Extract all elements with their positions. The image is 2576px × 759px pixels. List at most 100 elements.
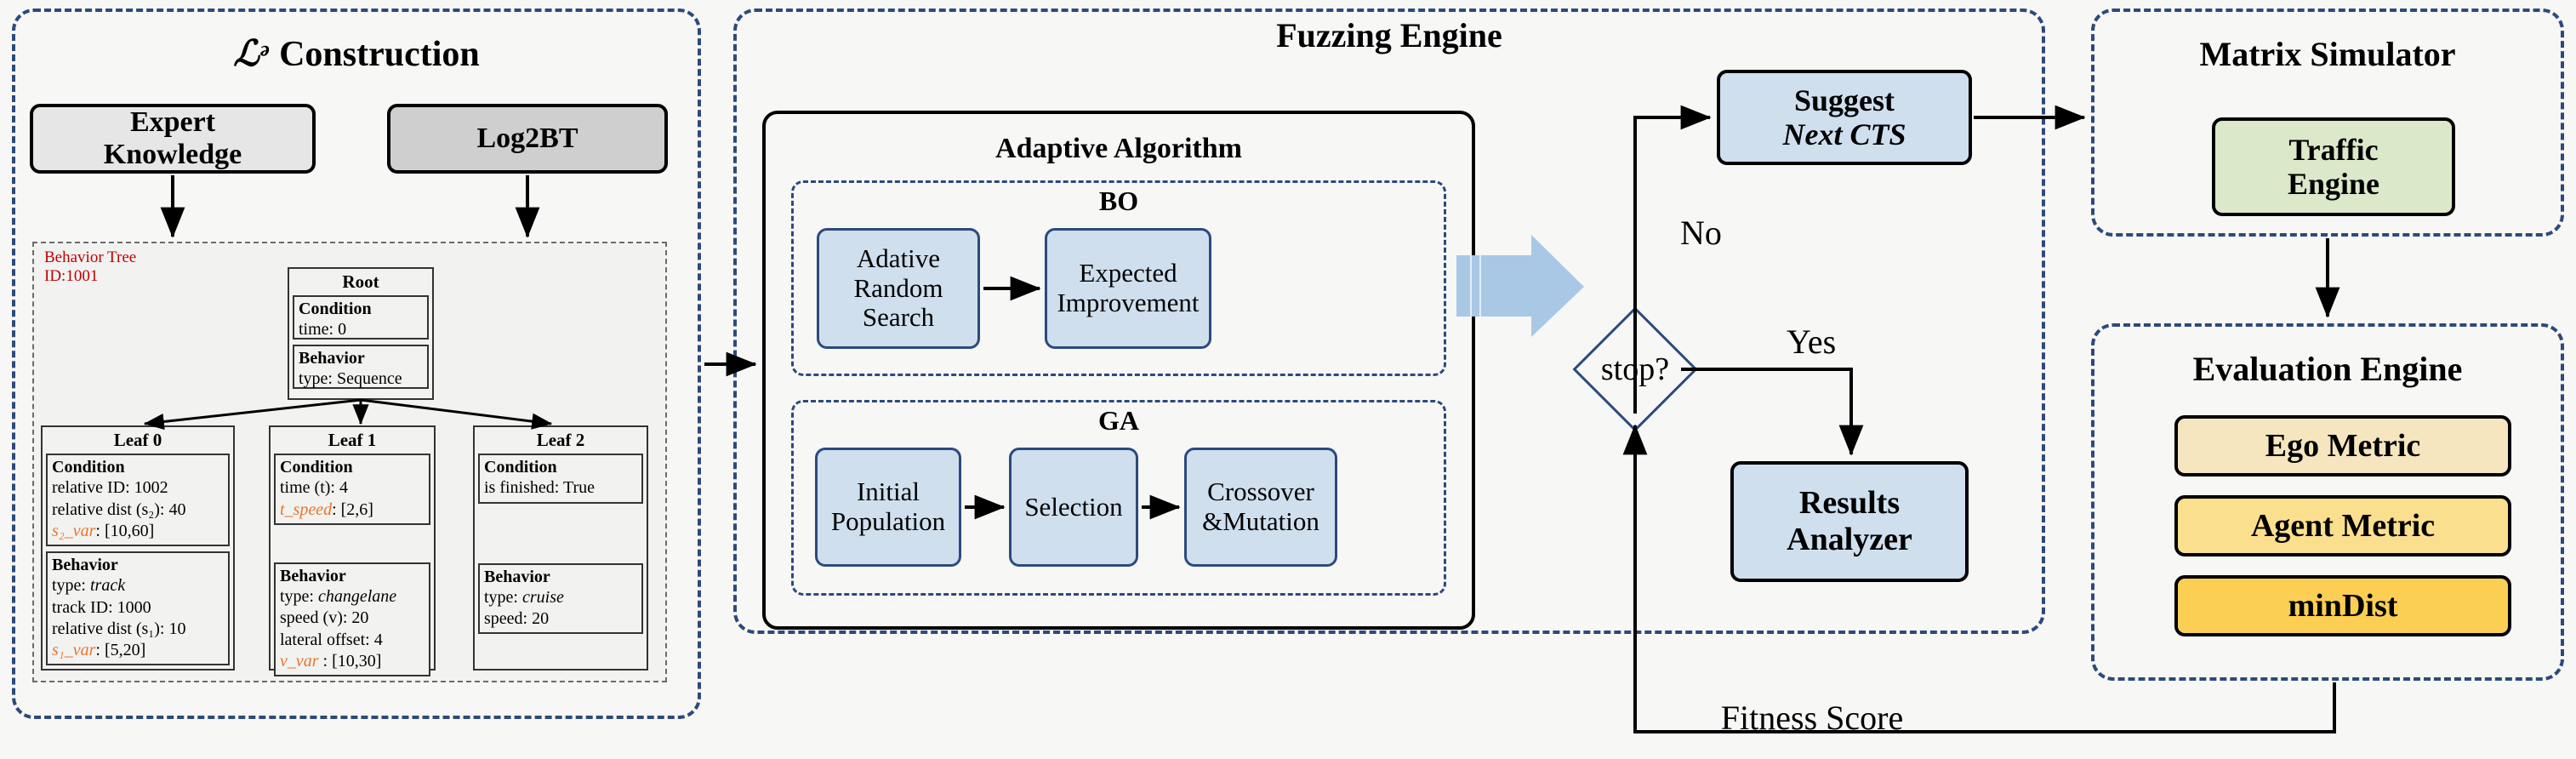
bo-group-title: BO bbox=[791, 185, 1446, 217]
fuzzing-engine-title-text: Fuzzing Engine bbox=[1276, 16, 1502, 54]
ga-node-2-label: Crossover &Mutation bbox=[1202, 477, 1319, 536]
bt-leaf1-behavior-header: Behavior bbox=[280, 566, 346, 585]
behavior-tree-caption: Behavior Tree ID:1001 bbox=[44, 248, 136, 287]
bt-leaf1-condition-var-value: : [2,6] bbox=[332, 499, 373, 519]
bt-leaf0-behavior-line-2: relative dist (s₁): 10 bbox=[52, 619, 186, 638]
ga-node-crossover-mutation[interactable]: Crossover &Mutation bbox=[1184, 448, 1337, 567]
bt-leaf2-condition-slot: Condition is finished: True bbox=[478, 454, 643, 504]
evaluation-engine-title-text: Evaluation Engine bbox=[2192, 350, 2463, 388]
metric-ego-label: Ego Metric bbox=[2265, 427, 2421, 464]
bt-leaf0-condition-line-1: relative dist (s₂): 40 bbox=[52, 499, 186, 519]
bt-leaf0-title: Leaf 0 bbox=[113, 430, 162, 450]
stop-decision-label-text: stop? bbox=[1600, 351, 1670, 387]
bt-leaf1-behavior-var-name: v_var bbox=[280, 651, 319, 671]
bt-leaf0-behavior-var-value: : [5,20] bbox=[95, 640, 146, 659]
bt-leaf1-condition-line-0: time (t): 4 bbox=[280, 478, 348, 498]
bt-leaf0-condition-header: Condition bbox=[52, 458, 125, 477]
ga-group-title-text: GA bbox=[1098, 405, 1139, 436]
bt-leaf2-behavior-line-1: speed: 20 bbox=[484, 609, 550, 629]
fitness-score-label: Fitness Score bbox=[1721, 698, 1903, 738]
bt-leaf2-condition-line-0: is finished: True bbox=[484, 478, 596, 498]
ga-group bbox=[791, 400, 1446, 596]
expert-knowledge-box[interactable]: Expert Knowledge bbox=[30, 104, 316, 174]
bo-node-adaptive-random-search[interactable]: Adative Random Search bbox=[817, 228, 980, 349]
bo-group bbox=[791, 180, 1446, 376]
bt-root-behavior-slot: Behavior type: Sequence bbox=[293, 345, 429, 389]
bt-leaf0-condition-line-0: relative ID: 1002 bbox=[52, 478, 168, 498]
log2bt-label: Log2BT bbox=[476, 122, 578, 154]
bt-leaf1-condition-var: t_speed: [2,6] bbox=[280, 499, 425, 521]
bt-leaf0-behavior-var: s₁_var: [5,20] bbox=[52, 640, 224, 661]
decision-yes-label-text: Yes bbox=[1787, 322, 1837, 361]
bt-leaf1-behavior-line-2: lateral offset: 4 bbox=[280, 630, 383, 649]
adaptive-algorithm-title-text: Adaptive Algorithm bbox=[995, 133, 1242, 164]
bt-node-leaf-0[interactable]: Leaf 0 Condition relative ID: 1002 relat… bbox=[41, 425, 235, 671]
bt-leaf0-behavior-var-name: s₁_var bbox=[52, 640, 96, 659]
traffic-engine-box[interactable]: Traffic Engine bbox=[2212, 117, 2455, 216]
stop-decision-label: stop? bbox=[1564, 332, 1707, 407]
suggest-next-cts-box[interactable]: Suggest Next CTS bbox=[1717, 70, 1972, 165]
bt-leaf1-condition-slot: Condition time (t): 4 t_speed: [2,6] bbox=[274, 454, 430, 525]
bt-leaf0-behavior-header: Behavior bbox=[52, 555, 118, 574]
adaptive-algorithm-box bbox=[762, 111, 1475, 630]
bt-leaf1-behavior-var-value: : [10,30] bbox=[318, 651, 382, 671]
bt-node-leaf-1[interactable]: Leaf 1 Condition time (t): 4 t_speed: [2… bbox=[269, 425, 436, 676]
bo-node-0-label: Adative Random Search bbox=[853, 243, 943, 333]
bt-leaf2-behavior-header: Behavior bbox=[484, 567, 550, 586]
ls-construction-title-text: Construction bbox=[279, 35, 480, 74]
bt-root-condition-slot: Condition time: 0 bbox=[293, 295, 429, 340]
bo-node-expected-improvement[interactable]: Expected Improvement bbox=[1045, 228, 1211, 349]
decision-yes-label: Yes bbox=[1787, 322, 1836, 362]
bo-node-1-label: Expected Improvement bbox=[1057, 258, 1200, 317]
suggest-next-cts-line1: Suggest bbox=[1793, 83, 1895, 117]
bt-root-behavior-line: type: Sequence bbox=[299, 369, 402, 389]
bt-node-root[interactable]: Root Condition time: 0 Behavior type: Se… bbox=[288, 267, 434, 400]
decision-no-label-text: No bbox=[1680, 214, 1722, 252]
matrix-simulator-title: Matrix Simulator bbox=[2091, 34, 2564, 74]
bt-leaf0-behavior-slot: Behavior type: track track ID: 1000 rela… bbox=[46, 551, 230, 666]
decision-no-label: No bbox=[1680, 213, 1722, 253]
panel-fuzzing-engine bbox=[733, 9, 2045, 634]
ga-node-0-label: Initial Population bbox=[830, 477, 946, 536]
ga-node-1-label: Selection bbox=[1024, 491, 1123, 522]
ga-group-title: GA bbox=[791, 405, 1446, 437]
ls-script-symbol: ℒᵊ bbox=[233, 35, 270, 74]
bt-leaf2-behavior-line-0: type: cruise bbox=[484, 587, 564, 607]
bt-leaf2-condition-header: Condition bbox=[484, 458, 557, 477]
bt-leaf1-behavior-line-0: type: changelane bbox=[280, 587, 397, 607]
adaptive-algorithm-title: Adaptive Algorithm bbox=[762, 133, 1475, 165]
bt-leaf1-condition-var-name: t_speed bbox=[280, 499, 333, 519]
suggest-next-cts-line2: Next CTS bbox=[1782, 117, 1906, 151]
bt-leaf1-behavior-line-1: speed (v): 20 bbox=[280, 608, 369, 628]
bt-root-title: Root bbox=[342, 271, 379, 292]
metric-agent-box[interactable]: Agent Metric bbox=[2174, 495, 2511, 556]
log2bt-box[interactable]: Log2BT bbox=[387, 104, 668, 174]
metric-mindist-label: minDist bbox=[2288, 587, 2398, 624]
metric-agent-label: Agent Metric bbox=[2250, 507, 2436, 544]
bt-leaf0-behavior-type: track bbox=[90, 576, 126, 596]
expert-knowledge-label: Expert Knowledge bbox=[103, 106, 242, 170]
bt-node-leaf-2[interactable]: Leaf 2 Condition is finished: True Behav… bbox=[473, 425, 648, 671]
ga-node-initial-population[interactable]: Initial Population bbox=[815, 448, 961, 567]
bt-leaf1-behavior-type: changelane bbox=[318, 587, 397, 607]
bt-leaf0-condition-var: s₂_var: [10,60] bbox=[52, 521, 224, 542]
metric-mindist-box[interactable]: minDist bbox=[2174, 575, 2511, 636]
bt-leaf1-behavior-var: v_var : [10,30] bbox=[280, 651, 425, 672]
bt-leaf0-behavior-line-1: track ID: 1000 bbox=[52, 597, 151, 617]
ga-node-selection[interactable]: Selection bbox=[1009, 448, 1138, 567]
bt-root-condition-line: time: 0 bbox=[299, 320, 347, 340]
evaluation-engine-title: Evaluation Engine bbox=[2091, 349, 2564, 389]
bt-root-behavior-header: Behavior bbox=[299, 349, 365, 368]
bt-leaf0-condition-var-name: s₂_var bbox=[52, 521, 96, 540]
results-analyzer-label: Results Analyzer bbox=[1787, 485, 1912, 557]
matrix-simulator-title-text: Matrix Simulator bbox=[2199, 35, 2456, 73]
results-analyzer-box[interactable]: Results Analyzer bbox=[1730, 461, 1969, 582]
bt-leaf0-condition-var-value: : [10,60] bbox=[95, 521, 155, 540]
bt-root-condition-header: Condition bbox=[299, 300, 372, 318]
bt-leaf2-behavior-slot: Behavior type: cruise speed: 20 bbox=[478, 562, 643, 635]
metric-ego-box[interactable]: Ego Metric bbox=[2174, 415, 2511, 477]
fitness-score-label-text: Fitness Score bbox=[1720, 699, 1904, 737]
behavior-tree-caption-line1: Behavior Tree bbox=[44, 248, 137, 266]
